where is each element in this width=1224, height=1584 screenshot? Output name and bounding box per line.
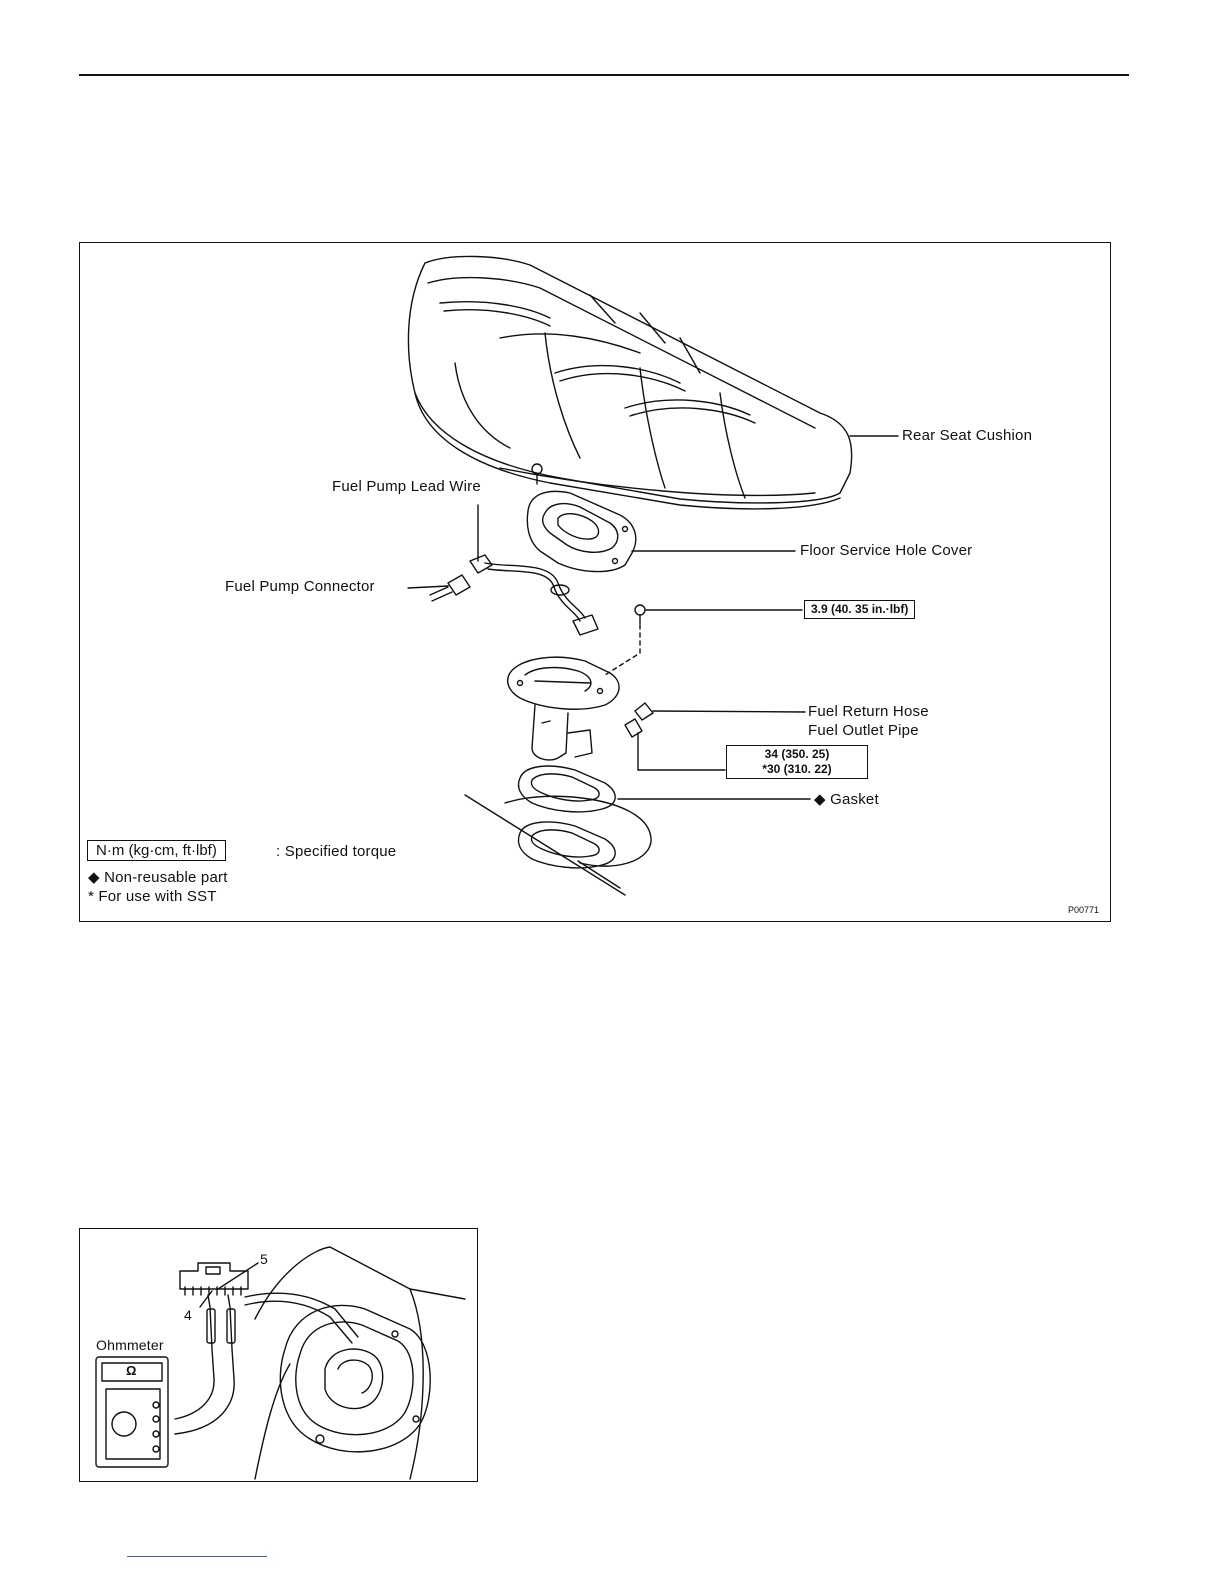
fuel-return-hose-label: Fuel Return Hose [808, 703, 929, 720]
floor-service-hole-cover-label: Floor Service Hole Cover [800, 542, 972, 559]
header-rule [79, 74, 1129, 76]
terminal-4-label: 4 [184, 1307, 192, 1323]
torque-spec-hose-line2: *30 (310. 22) [733, 762, 861, 777]
fuel-pump-assembly-drawing [508, 657, 619, 760]
floor-service-hole-cover-drawing [527, 491, 635, 571]
gasket-label: ◆ Gasket [814, 790, 879, 808]
figure-code: P00771 [1068, 905, 1099, 915]
legend-sst: * For use with SST [88, 888, 217, 905]
legend-non-reusable: ◆ Non-reusable part [88, 868, 228, 886]
rear-seat-cushion-drawing [408, 256, 851, 508]
pump-bolt-drawing [605, 605, 645, 675]
ohmmeter-check-figure: 5 4 Ohmmeter Ω [79, 1228, 478, 1482]
torque-spec-hose-line1: 34 (350. 25) [733, 747, 861, 762]
fuel-pump-connector-label: Fuel Pump Connector [225, 578, 375, 595]
torque-spec-hose: 34 (350. 25) *30 (310. 22) [726, 745, 868, 779]
footer-link-underline[interactable] [127, 1556, 267, 1557]
ohm-symbol: Ω [126, 1363, 137, 1378]
legend-unit-box: N·m (kg·cm, ft·lbf) [87, 840, 226, 861]
rear-seat-cushion-label: Rear Seat Cushion [902, 427, 1032, 444]
torque-spec-bolt: 3.9 (40. 35 in.·lbf) [804, 600, 915, 619]
ohmmeter-label: Ohmmeter [96, 1337, 164, 1353]
connector-drawing [180, 1263, 248, 1295]
ohmmeter-check-drawing [80, 1229, 477, 1481]
fuel-outlet-pipe-label: Fuel Outlet Pipe [808, 722, 919, 739]
legend-unit-text: : Specified torque [276, 843, 396, 860]
terminal-5-label: 5 [260, 1251, 268, 1267]
fuel-pump-connector-drawing [408, 575, 470, 601]
exploded-view-figure: Rear Seat Cushion Fuel Pump Lead Wire Fl… [79, 242, 1111, 922]
fuel-pump-lead-wire-label: Fuel Pump Lead Wire [332, 478, 481, 495]
